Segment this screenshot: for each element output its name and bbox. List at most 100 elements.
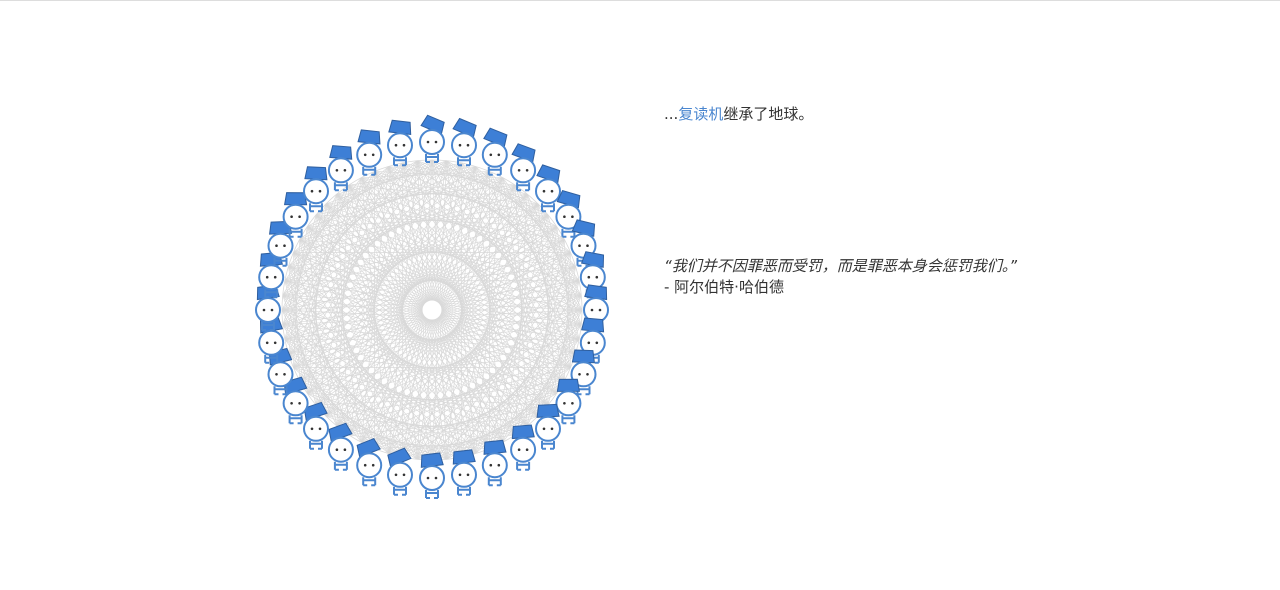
figure-head	[356, 452, 383, 479]
figure-body	[393, 486, 407, 496]
web-line	[336, 294, 582, 427]
web-line	[284, 214, 317, 340]
web-line	[515, 324, 582, 435]
web-line	[315, 404, 433, 461]
web-line	[299, 193, 338, 381]
web-line	[489, 171, 580, 340]
repeater-link[interactable]: 复读机	[678, 105, 724, 123]
repeater-figure	[583, 284, 609, 331]
figure-body	[362, 477, 377, 487]
web-line	[348, 166, 476, 186]
repeater-figure	[387, 119, 413, 167]
web-line	[502, 266, 576, 443]
figure-eye	[587, 275, 591, 279]
web-line	[526, 239, 565, 427]
figure-eye	[590, 308, 594, 312]
web-line	[446, 393, 557, 460]
bucket-hat	[329, 145, 353, 160]
web-line	[282, 295, 327, 417]
quote-attribution: - 阿尔伯特·哈伯德	[664, 278, 784, 296]
figure-head	[510, 436, 537, 463]
figure-eye	[262, 308, 266, 312]
repeater-circle-illustration	[255, 114, 609, 499]
web-line	[307, 171, 490, 227]
figure-eye	[343, 448, 347, 451]
web-line	[336, 162, 462, 195]
repeater-figure	[327, 145, 354, 192]
repeater-figure	[282, 192, 309, 238]
figure-eye	[595, 341, 599, 345]
figure-eye	[371, 153, 375, 157]
figure-eye	[587, 341, 591, 345]
web-line	[284, 338, 433, 461]
web-line	[446, 160, 557, 227]
web-line	[431, 159, 549, 216]
figure-eye	[275, 244, 278, 247]
web-line	[348, 415, 539, 436]
figure-head	[255, 297, 281, 323]
figure-head	[327, 157, 354, 184]
quote-text: “我们并不因罪恶而受罚，而是罪恶本身会惩罚我们。”	[664, 257, 1018, 275]
web-line	[288, 226, 308, 354]
figure-body	[273, 257, 288, 267]
web-line	[293, 239, 301, 368]
figure-head	[387, 461, 413, 488]
web-line	[515, 185, 571, 368]
web-line	[299, 239, 338, 427]
web-line	[282, 324, 349, 435]
figure-body	[487, 477, 502, 487]
figure-body	[362, 166, 377, 176]
bucket-hat	[584, 284, 608, 301]
repeater-figure	[303, 401, 329, 450]
web-line	[563, 239, 571, 368]
web-line	[475, 367, 571, 454]
web-line	[293, 252, 301, 381]
web-line	[431, 338, 580, 461]
top-divider	[0, 0, 1280, 1]
figure-eye	[542, 427, 546, 431]
bucket-hat	[283, 192, 308, 206]
web-line	[315, 177, 503, 216]
web-line	[417, 415, 539, 460]
web-line	[402, 162, 528, 195]
repeater-figure	[579, 317, 606, 364]
web-line	[446, 160, 582, 296]
figure-eye	[283, 373, 286, 376]
figure-eye	[335, 448, 339, 451]
figure-head	[510, 157, 537, 184]
repeater-figure	[555, 189, 582, 238]
figure-body	[516, 182, 531, 192]
web-line	[361, 404, 549, 443]
web-line	[388, 166, 565, 240]
web-line	[402, 425, 528, 458]
web-line	[361, 171, 490, 179]
bucket-hat	[387, 447, 412, 468]
figure-eye	[426, 476, 430, 480]
web-line	[475, 166, 571, 253]
figure-head	[282, 203, 309, 230]
repeater-figure	[451, 449, 477, 496]
repeater-figure	[535, 403, 561, 450]
figure-head	[535, 415, 561, 442]
figure-eye	[550, 427, 554, 431]
figure-head	[387, 132, 413, 159]
figure-eye	[265, 341, 269, 345]
web-line	[288, 266, 308, 394]
web-line	[288, 353, 375, 449]
figure-head	[258, 329, 285, 356]
repeater-figure	[481, 127, 508, 176]
caption-suffix: 继承了地球。	[723, 105, 814, 123]
web-line	[307, 393, 418, 460]
web-line	[325, 184, 516, 205]
repeater-figure	[356, 437, 383, 487]
figure-body	[541, 440, 555, 450]
web-line	[361, 441, 490, 449]
repeater-figure	[555, 378, 582, 425]
web-line	[293, 162, 462, 253]
figure-eye	[550, 189, 554, 193]
figure-eye	[270, 308, 274, 312]
web-line	[526, 309, 583, 427]
web-line	[299, 380, 403, 458]
web-line	[537, 226, 558, 417]
web-line	[293, 185, 349, 368]
